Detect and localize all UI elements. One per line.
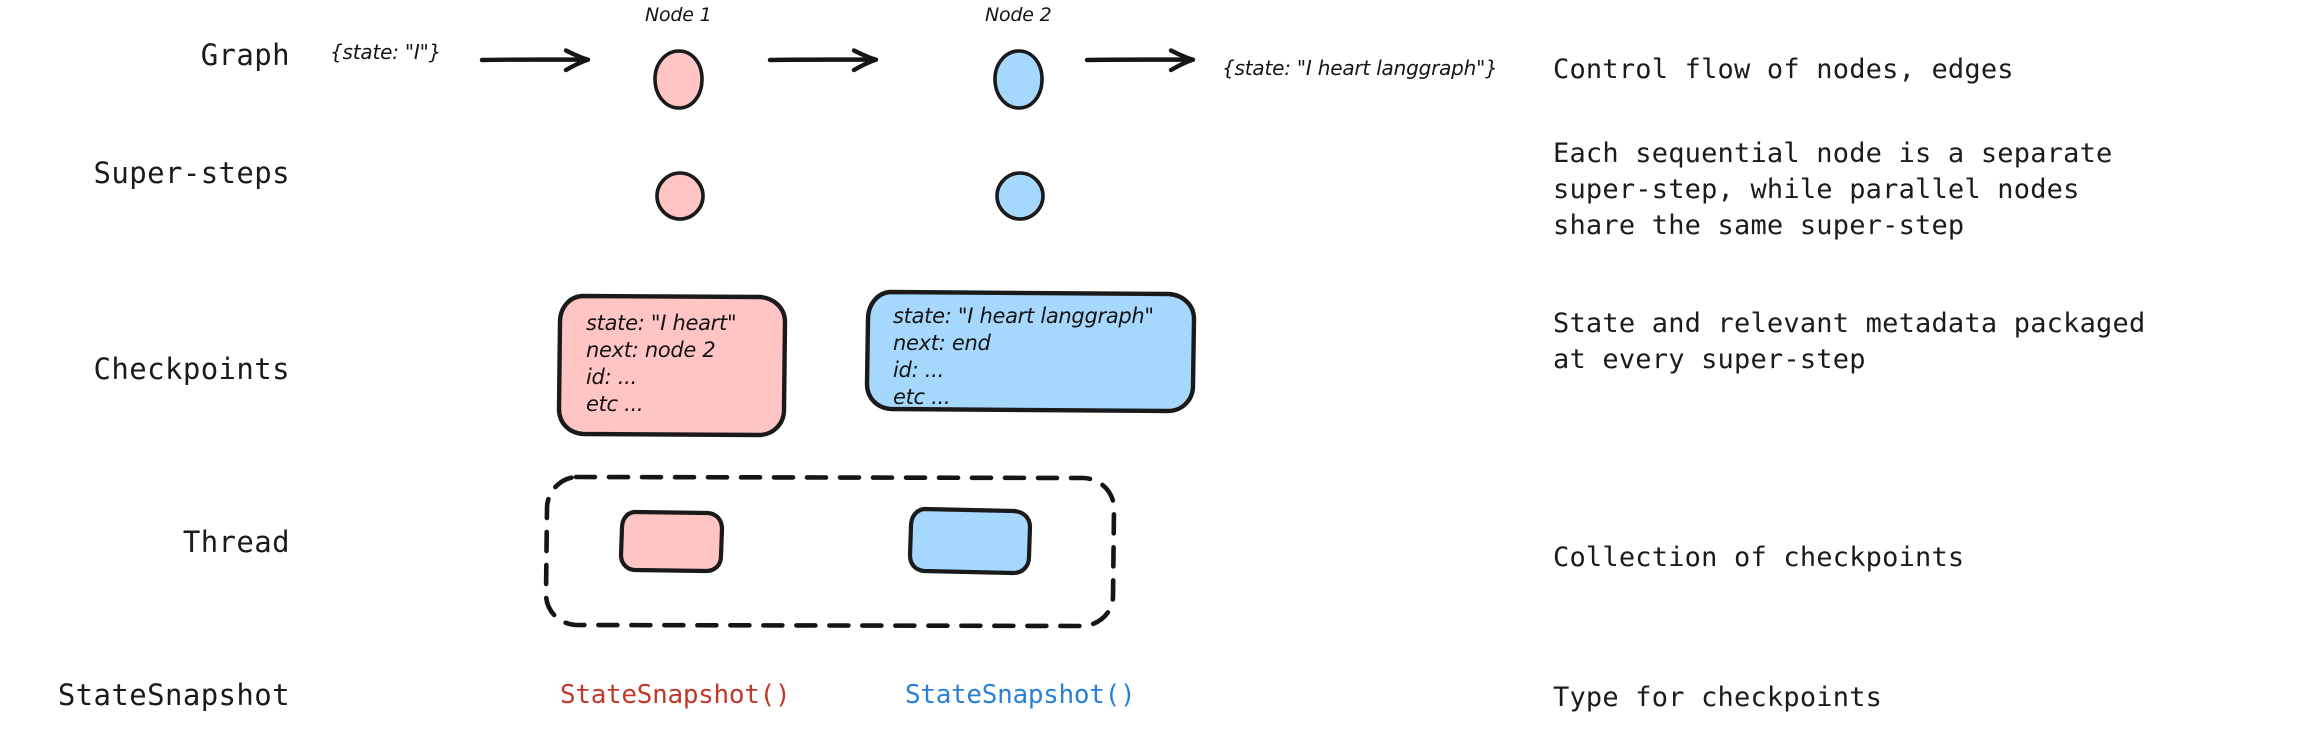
state-snapshot-blue-label: StateSnapshot()	[905, 680, 1136, 710]
description-graph: Control flow of nodes, edges	[1553, 54, 2014, 85]
graph-node-1	[650, 48, 708, 112]
super-step-node-1	[654, 170, 706, 222]
checkpoint-blue-line-4: etc ...	[893, 385, 951, 409]
thread-checkpoint-blue	[906, 505, 1034, 579]
checkpoint-blue-text: state: "I heart langgraph" next: end id: .…	[893, 303, 1154, 411]
edge-arrow-2	[767, 48, 888, 73]
row-label-state-snapshot: StateSnapshot	[57, 678, 290, 712]
row-label-checkpoints: Checkpoints	[93, 352, 290, 386]
state-snapshot-pink-label: StateSnapshot()	[560, 680, 791, 710]
node-1-label: Node 1	[645, 4, 712, 26]
description-state-snapshot: Type for checkpoints	[1553, 682, 1883, 713]
edge-arrow-3	[1084, 48, 1205, 73]
checkpoint-pink-text: state: "I heart" next: node 2 id: ... etc .…	[586, 310, 737, 418]
node-2-label: Node 2	[985, 4, 1052, 26]
graph-node-2	[990, 48, 1048, 112]
description-super-steps: Each sequential node is a separate super…	[1553, 138, 2113, 241]
thread-dashed-container	[540, 472, 1120, 632]
checkpoint-pink-line-2: next: node 2	[586, 338, 716, 362]
description-checkpoints: State and relevant metadata packaged at …	[1553, 308, 2146, 375]
edge-arrow-1	[479, 48, 600, 73]
row-label-super-steps: Super-steps	[93, 156, 290, 190]
checkpoint-blue-line-3: id: ...	[893, 358, 944, 382]
graph-input-state-annotation: {state: "I"}	[330, 40, 442, 64]
checkpoint-blue-line-2: next: end	[893, 331, 991, 355]
row-label-graph: Graph	[200, 38, 290, 72]
checkpoint-pink-line-4: etc ...	[586, 392, 644, 416]
description-thread: Collection of checkpoints	[1553, 542, 1965, 573]
checkpoint-card-pink	[556, 292, 792, 442]
thread-checkpoint-pink	[618, 508, 726, 576]
graph-output-state-annotation: {state: "I heart langgraph"}	[1222, 56, 1498, 80]
checkpoint-blue-line-1: state: "I heart langgraph"	[893, 304, 1154, 328]
checkpoint-card-blue	[864, 288, 1200, 418]
checkpoint-pink-line-1: state: "I heart"	[586, 311, 737, 335]
row-label-thread: Thread	[182, 525, 290, 559]
checkpoint-pink-line-3: id: ...	[586, 365, 637, 389]
super-step-node-2	[994, 170, 1046, 222]
